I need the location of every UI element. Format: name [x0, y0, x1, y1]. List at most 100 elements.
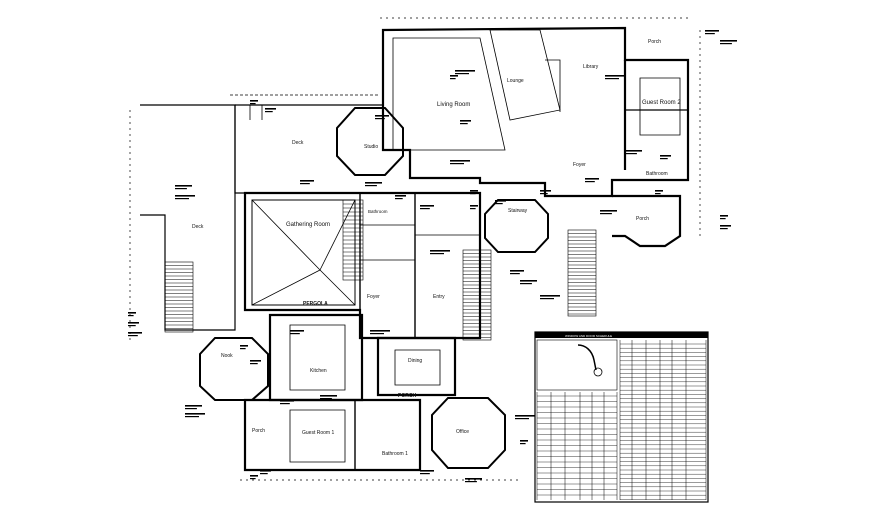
note-mark: [290, 330, 304, 332]
note-mark: [420, 470, 434, 472]
interior-lines: [230, 29, 681, 463]
room-labels: Living Room Lounge Library Porch Guest R…: [192, 39, 681, 457]
room-label-kitchen: Kitchen: [310, 368, 327, 374]
note-mark: [625, 153, 637, 155]
note-mark: [510, 273, 520, 275]
note-mark: [185, 413, 205, 415]
note-mark: [465, 481, 477, 483]
note-mark: [720, 43, 732, 45]
room-label-porch-top: Porch: [648, 39, 661, 45]
note-mark: [495, 200, 506, 202]
room-label-guest-room-2: Guest Room 2: [642, 100, 681, 106]
note-mark: [455, 73, 469, 75]
note-mark: [660, 158, 668, 160]
note-mark: [520, 440, 528, 442]
note-mark: [540, 298, 554, 300]
note-mark: [375, 115, 389, 117]
note-mark: [520, 283, 532, 285]
note-mark: [450, 160, 470, 162]
note-mark: [185, 416, 199, 418]
note-mark: [430, 250, 450, 252]
note-mark: [175, 195, 195, 197]
note-mark: [655, 193, 661, 195]
note-mark: [250, 475, 258, 477]
room-label-dining: Dining: [408, 358, 422, 364]
room-label-studio: Studio: [364, 144, 378, 150]
stairs: [164, 199, 597, 341]
note-mark: [128, 325, 136, 327]
note-mark: [465, 478, 482, 480]
room-label-lounge: Lounge: [507, 78, 524, 84]
note-mark: [720, 228, 728, 230]
note-mark: [128, 312, 136, 314]
room-label-nook: Nook: [221, 353, 233, 359]
note-mark: [430, 253, 444, 255]
label-pergola: PERGOLA: [303, 301, 328, 307]
note-mark: [470, 193, 476, 195]
note-mark: [128, 322, 139, 324]
note-mark: [720, 215, 728, 217]
schedule-title: WINDOW AND DOOR SCHEDULE: [565, 334, 612, 338]
note-mark: [300, 180, 314, 182]
note-mark: [540, 190, 551, 192]
note-mark: [175, 198, 189, 200]
note-mark: [395, 198, 403, 200]
note-mark: [250, 360, 261, 362]
note-mark: [128, 335, 138, 337]
note-mark: [290, 333, 300, 335]
note-mark: [420, 208, 430, 210]
room-label-guest-room-1: Guest Room 1: [302, 430, 334, 436]
note-mark: [265, 108, 276, 110]
note-mark: [370, 333, 384, 335]
walls: [140, 26, 690, 472]
note-mark: [605, 75, 625, 77]
room-label-bathroom-center: Bathroom: [368, 209, 388, 214]
note-mark: [510, 270, 524, 272]
label-porch-center: PORCH: [398, 393, 416, 399]
note-mark: [240, 345, 248, 347]
note-mark: [495, 203, 503, 205]
note-mark: [250, 363, 258, 365]
note-mark: [320, 398, 332, 400]
note-mark: [185, 405, 202, 407]
note-mark: [175, 185, 192, 187]
note-mark: [720, 40, 737, 42]
note-mark: [300, 183, 310, 185]
room-label-deck-left: Deck: [192, 224, 204, 230]
note-mark: [365, 182, 382, 184]
room-label-porch-left: Porch: [252, 428, 265, 434]
note-mark: [520, 280, 537, 282]
note-mark: [460, 123, 468, 125]
note-mark: [540, 295, 560, 297]
room-label-bathroom-1: Bathroom 1: [382, 451, 408, 457]
note-mark: [515, 415, 535, 417]
note-mark: [470, 205, 478, 207]
note-mark: [185, 408, 197, 410]
schedule-table: WINDOW AND DOOR SCHEDULE: [534, 331, 709, 503]
note-mark: [375, 118, 385, 120]
room-label-gathering-room: Gathering Room: [286, 222, 330, 228]
note-mark: [420, 473, 430, 475]
note-mark: [705, 30, 719, 32]
room-label-library: Library: [583, 64, 599, 70]
note-mark: [655, 190, 663, 192]
note-mark: [450, 75, 458, 77]
note-mark: [470, 190, 478, 192]
note-mark: [370, 330, 390, 332]
note-mark: [520, 443, 526, 445]
note-mark: [395, 195, 406, 197]
room-label-living-room: Living Room: [437, 102, 470, 108]
dimension-ticks: [129, 17, 701, 481]
octagonal-rooms: [199, 107, 549, 469]
room-label-bathroom-right: Bathroom: [646, 171, 668, 177]
annotation-clutter: [128, 30, 737, 483]
note-mark: [720, 225, 731, 227]
note-mark: [460, 120, 471, 122]
note-mark: [540, 193, 548, 195]
note-mark: [450, 78, 456, 80]
room-label-foyer: Foyer: [573, 162, 586, 168]
room-label-stairway: Stairway: [508, 208, 528, 214]
note-mark: [240, 348, 246, 350]
